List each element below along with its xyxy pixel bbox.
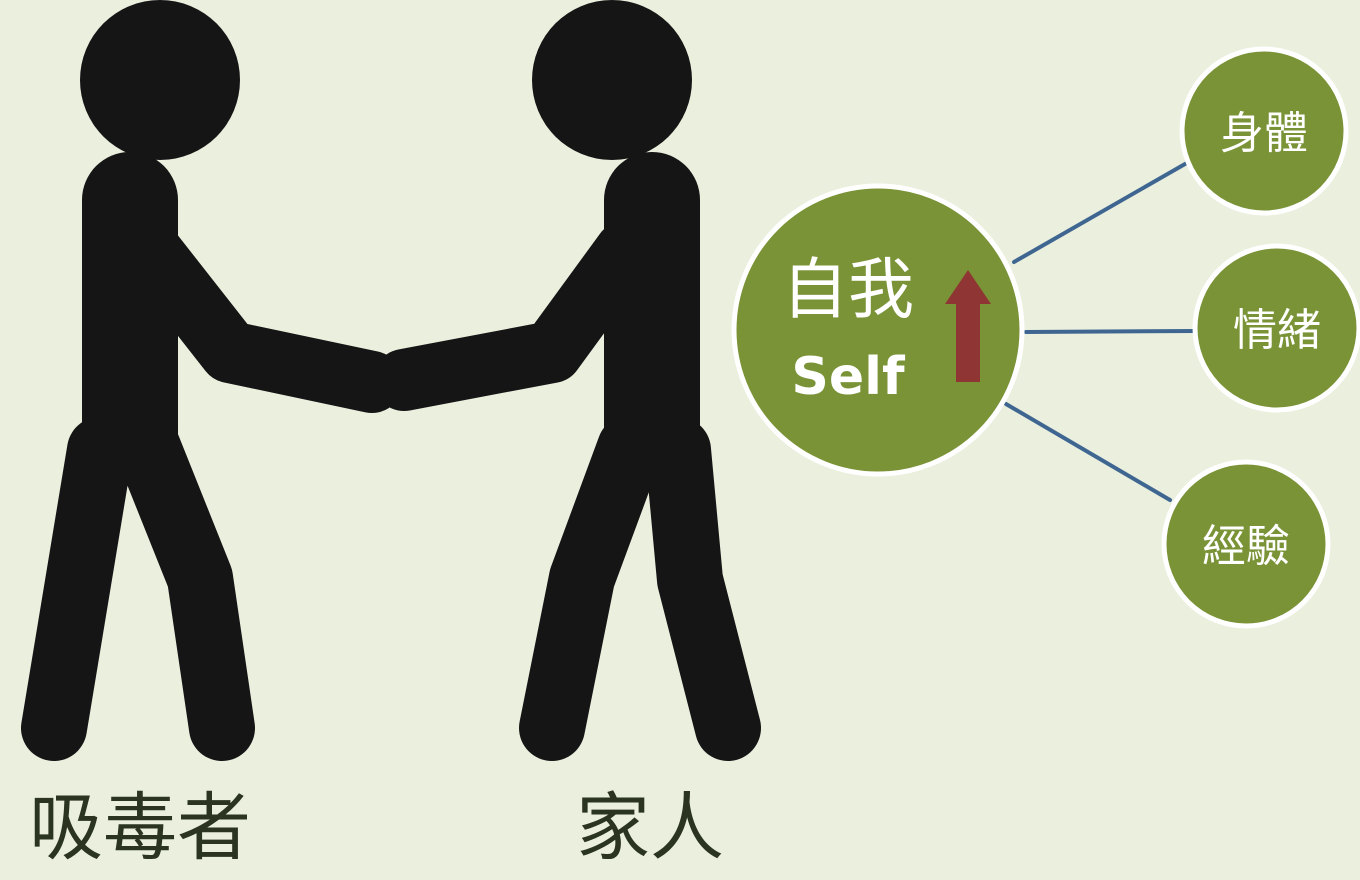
node-experience: 經驗 [1161, 459, 1331, 629]
person-left-arm [119, 219, 403, 413]
node-body-label: 身體 [1220, 108, 1308, 159]
person-left-leg-back [21, 417, 133, 761]
family-label: 家人 [576, 785, 724, 871]
connector-body [1012, 158, 1194, 264]
node-experience-circle [1161, 459, 1331, 629]
node-body-circle [1179, 46, 1349, 216]
connectors [1004, 158, 1198, 502]
self-node-circle [731, 183, 1025, 477]
up-arrow-icon [945, 270, 991, 382]
self-subtitle: Self [791, 347, 906, 407]
drug-user-label: 吸毒者 [29, 785, 251, 871]
person-right-leg-front [645, 417, 761, 761]
self-node: 自我 Self [731, 183, 1025, 477]
person-right-leg-back [519, 415, 663, 761]
node-emotion-label: 情緒 [1233, 305, 1321, 356]
node-experience-label: 經驗 [1202, 521, 1290, 572]
person-family [373, 0, 761, 761]
person-drug-user [21, 0, 403, 761]
node-emotion-circle [1192, 243, 1360, 413]
person-right-arm [373, 221, 656, 411]
node-emotion: 情緒 [1192, 243, 1360, 413]
connector-experience [1004, 402, 1172, 502]
node-body: 身體 [1179, 46, 1349, 216]
person-left-leg-front [115, 415, 255, 761]
self-title: 自我 [782, 251, 914, 328]
person-right-head [532, 0, 692, 160]
connector-emotion [1024, 329, 1198, 334]
person-left-head [80, 0, 240, 160]
